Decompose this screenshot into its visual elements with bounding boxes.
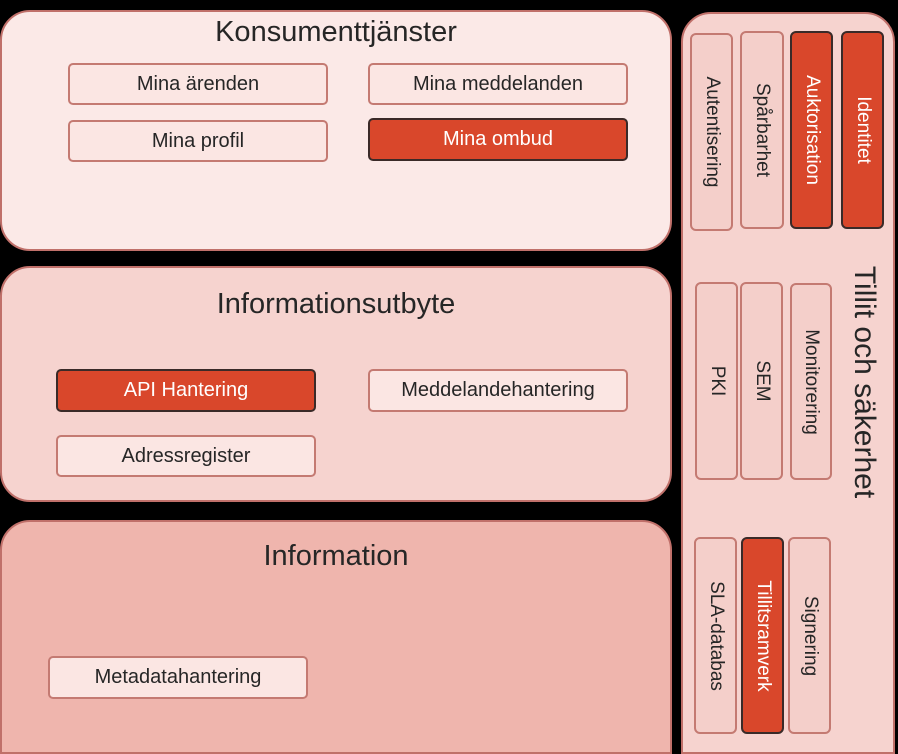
information-panel: Information Metadatahantering xyxy=(0,520,672,754)
sla-database-label: SLA-databas xyxy=(705,580,727,691)
my-representative-box: Mina ombud xyxy=(368,118,628,161)
identity-box: Identitet xyxy=(841,31,884,229)
trust-security-title: Tillit och säkerhet xyxy=(848,265,881,499)
address-register-box: Adressregister xyxy=(56,435,316,477)
my-messages-box: Mina meddelanden xyxy=(368,63,628,105)
information-exchange-panel: Informationsutbyte API Hantering Meddela… xyxy=(0,266,672,502)
traceability-box: Spårbarhet xyxy=(740,31,784,229)
authentication-box: Autentisering xyxy=(690,33,733,231)
authorization-box: Auktorisation xyxy=(790,31,833,229)
my-cases-box: Mina ärenden xyxy=(68,63,328,105)
traceability-label: Spårbarhet xyxy=(752,82,773,178)
pki-label: PKI xyxy=(706,365,728,397)
identity-label: Identitet xyxy=(852,96,874,164)
pki-box: PKI xyxy=(695,282,738,480)
sla-database-box: SLA-databas xyxy=(694,537,737,734)
monitoring-box: Monitorering xyxy=(790,283,832,480)
sem-box: SEM xyxy=(740,282,783,480)
consumer-services-panel: Konsumenttjänster Mina ärenden Mina medd… xyxy=(0,10,672,251)
information-exchange-title: Informationsutbyte xyxy=(216,288,456,320)
monitoring-label: Monitorering xyxy=(801,328,822,435)
trust-framework-box: Tillitsramverk xyxy=(741,537,784,734)
message-management-box: Meddelandehantering xyxy=(368,369,628,412)
authorization-label: Auktorisation xyxy=(801,75,823,185)
metadata-management-box: Metadatahantering xyxy=(48,656,308,699)
trust-framework-label: Tillitsramverk xyxy=(752,579,774,692)
api-management-box: API Hantering xyxy=(56,369,316,412)
signing-box: Signering xyxy=(788,537,831,734)
signing-label: Signering xyxy=(799,595,821,676)
my-profile-box: Mina profil xyxy=(68,120,328,162)
information-title: Information xyxy=(263,540,409,572)
consumer-services-title: Konsumenttjänster xyxy=(215,16,457,48)
authentication-label: Autentisering xyxy=(701,76,723,188)
sem-label: SEM xyxy=(751,360,773,402)
